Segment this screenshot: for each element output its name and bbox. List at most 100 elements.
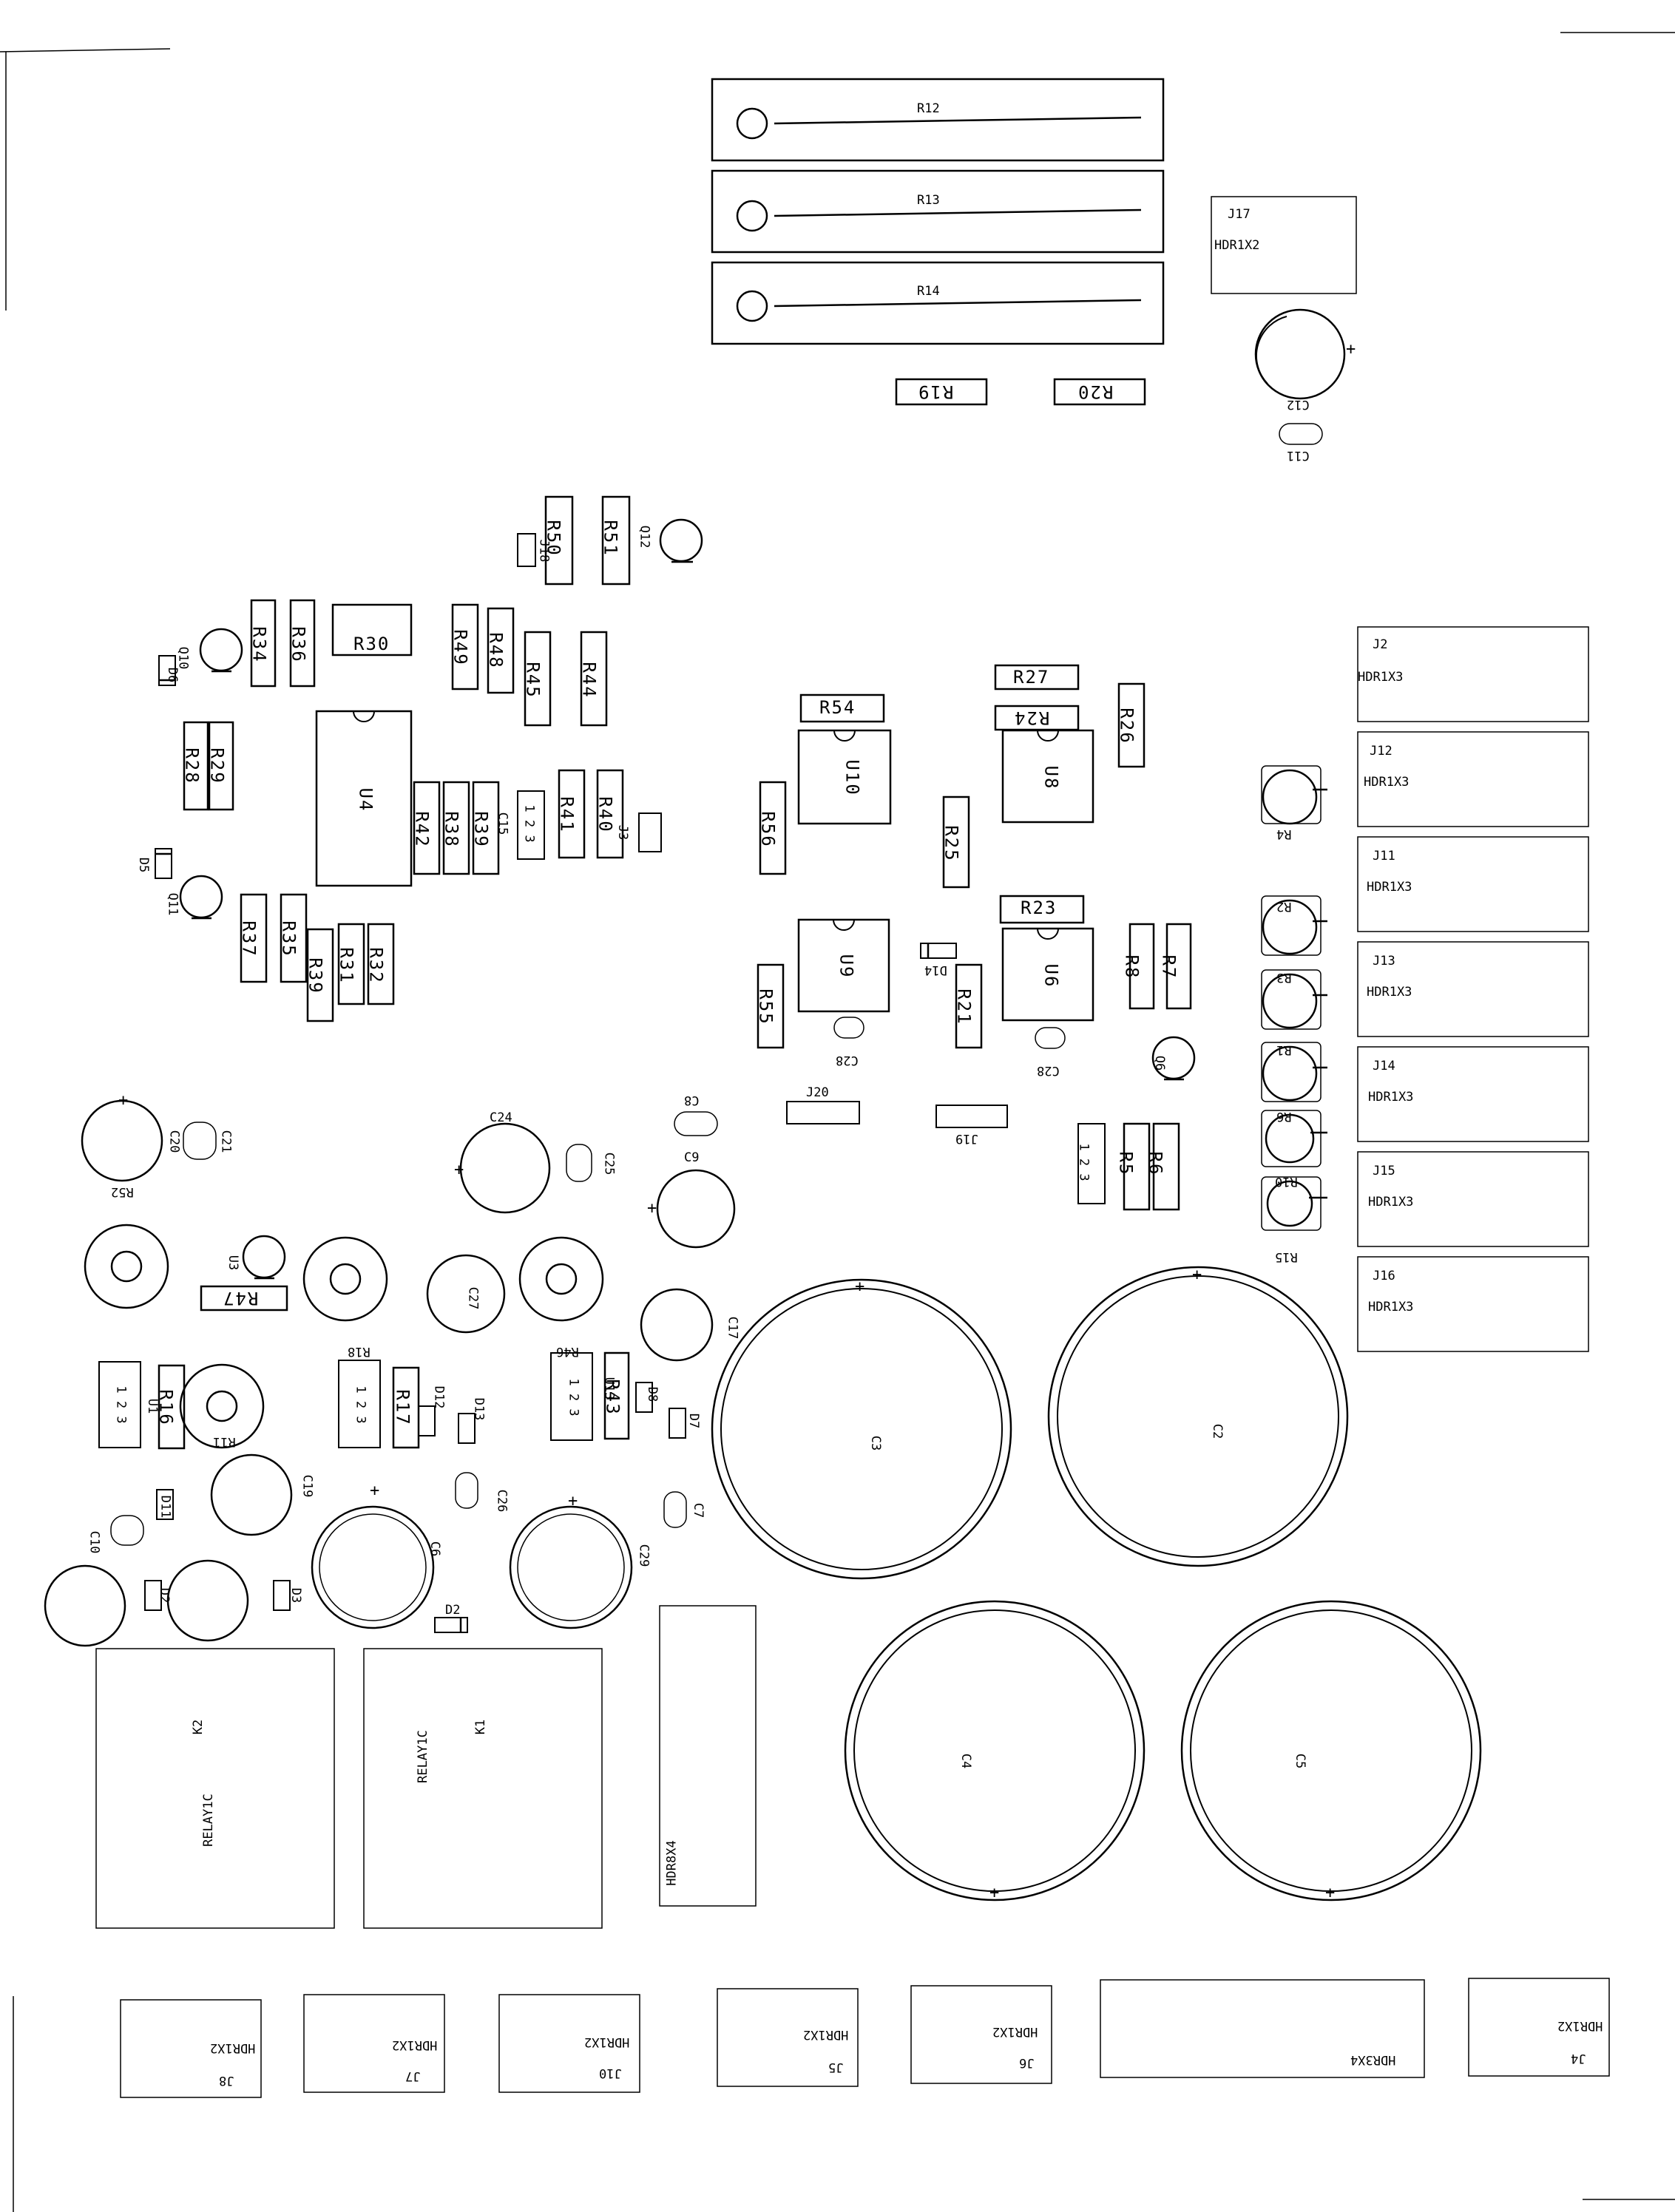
header-j14-ref: J14: [1373, 1059, 1395, 1073]
header-j7-ref: J7: [405, 2069, 421, 2083]
resistor-r8-label: R8: [1121, 954, 1143, 980]
resistor-r48-label: R48: [485, 632, 507, 669]
header-j15-ref: J15: [1373, 1164, 1395, 1178]
trimmer-r14-label: R14: [917, 284, 940, 299]
diode-d3-label: D3: [288, 1587, 304, 1604]
header-j17-outline: [1211, 196, 1357, 294]
pins-label-3: 1 2 3: [113, 1385, 129, 1424]
header-j2-ref: J2: [1373, 637, 1388, 652]
capacitor-c5-label: C5: [1293, 1753, 1308, 1769]
header-j7-type: HDR1X2: [392, 2038, 438, 2052]
resistor-r55-label: R55: [755, 988, 776, 1025]
resistor-r25-label: R25: [941, 825, 962, 862]
ic-u10-label: U10: [842, 759, 863, 796]
regulator-u13-label: U13: [601, 1377, 617, 1400]
header-j18-label: J18: [536, 539, 552, 563]
resistor-r28-label: R28: [181, 747, 203, 784]
resistor-r36-label: R36: [288, 626, 309, 663]
capacitor-c19-label: C19: [300, 1474, 315, 1498]
capacitor-c2-label: C2: [1210, 1423, 1225, 1439]
resistor-r39b-label: R39: [305, 957, 326, 994]
pot-r3-label: R3: [1276, 970, 1292, 985]
pins-label-5: 1 2 3: [566, 1378, 581, 1417]
header-j10-ref: J10: [599, 2066, 622, 2080]
resistor-r7-label: R7: [1158, 954, 1180, 980]
header-j5-type: HDR1X2: [803, 2027, 849, 2042]
polarity-c9: +: [647, 1199, 657, 1218]
capacitor-c25-label: C25: [601, 1152, 617, 1175]
capacitor-c28b-label: C28: [1037, 1063, 1060, 1078]
resistor-r51-label: R51: [600, 520, 621, 557]
pot-r2-label: R2: [1276, 899, 1292, 914]
polarity-c3: +: [855, 1278, 865, 1296]
resistor-r20-label: R20: [1077, 381, 1114, 402]
pins-label-2: 1 2 3: [1076, 1143, 1092, 1181]
pot-r1-label: R1: [1276, 1042, 1292, 1057]
header-j17-type: HDR1X2: [1214, 238, 1260, 253]
resistor-r37-label: R37: [238, 920, 260, 957]
resistor-r45-label: R45: [522, 662, 544, 699]
diode-d12-label: D12: [431, 1385, 447, 1409]
ic-u6-label: U6: [1040, 963, 1062, 988]
capacitor-c10-label: C10: [87, 1530, 102, 1554]
header-j17-ref: J17: [1228, 207, 1251, 222]
header-j10-type: HDR1X2: [584, 2035, 630, 2049]
capacitor-c8-label: C8: [684, 1093, 700, 1107]
header-j6-type: HDR1X2: [992, 2024, 1038, 2039]
diode-d13-label: D13: [471, 1397, 487, 1421]
header-j11-type: HDR1X3: [1367, 880, 1412, 895]
header-j12-type: HDR1X3: [1364, 775, 1410, 790]
capacitor-c28-label: C28: [836, 1053, 859, 1068]
capacitor-c3-label: C3: [868, 1435, 884, 1451]
ic-u9-label: U9: [836, 954, 857, 979]
relay-k2-ref: K2: [191, 1719, 206, 1735]
resistor-r18-label: R18: [348, 1344, 370, 1359]
header-j4-type: HDR1X2: [1557, 2018, 1603, 2033]
pot-r52-label: R52: [111, 1184, 134, 1199]
capacitor-c27-label: C27: [465, 1286, 481, 1310]
capacitor-c12-body: [1254, 308, 1346, 400]
regulator-u3-label: U3: [226, 1255, 241, 1271]
capacitor-c12-label: C12: [1287, 397, 1310, 412]
diode-d8-label: D8: [645, 1386, 660, 1402]
transistor-q11-label: Q11: [165, 892, 180, 916]
resistor-r40-label: R40: [595, 796, 616, 833]
trimmer-r12-label: R12: [917, 101, 940, 116]
header-j2-type: HDR1X3: [1358, 670, 1404, 685]
ic-u8-label: U8: [1040, 765, 1062, 790]
transistor-q12-label: Q12: [637, 525, 652, 549]
diode-d14-label: D14: [924, 963, 947, 977]
capacitor-c29-label: C29: [636, 1544, 652, 1567]
resistor-r44-label: R44: [578, 662, 600, 699]
resistor-r47-label: R47: [222, 1288, 259, 1309]
polarity-c5: +: [1325, 1884, 1336, 1902]
resistor-r54-label: R54: [819, 697, 856, 718]
resistor-r29-label: R29: [206, 747, 228, 784]
ic-u4-label: U4: [355, 787, 376, 812]
capacitor-c6-label: C6: [427, 1541, 443, 1557]
capacitor-c2-body: [1047, 1266, 1349, 1567]
resistor-r26-label: R26: [1116, 708, 1137, 744]
resistor-r27-label: R27: [1013, 667, 1050, 688]
capacitor-c5-body: [1180, 1600, 1482, 1901]
trimmer-r14: [711, 261, 1165, 345]
resistor-r46-label: R46: [556, 1344, 579, 1359]
header-j14-type: HDR1X3: [1368, 1090, 1414, 1105]
polarity-c29: +: [568, 1492, 578, 1510]
header-j20-label: J20: [806, 1085, 829, 1100]
header-j11-ref: J11: [1373, 849, 1395, 864]
diode-d7-label: D7: [686, 1413, 702, 1429]
resistor-r42-label: R42: [411, 811, 433, 848]
pot-r10-label: R10: [1275, 1174, 1298, 1189]
trimmer-r12: [711, 78, 1165, 162]
polarity-c12: +: [1346, 340, 1356, 359]
pot-r4-label: R4: [1276, 827, 1292, 841]
pins-label: 1 2 3: [521, 804, 537, 843]
regulator-u1-label: U1: [145, 1398, 160, 1414]
resistor-r24-label: R24: [1013, 708, 1050, 728]
pot-r11-label: R11: [213, 1434, 236, 1449]
header-j6-ref: J6: [1019, 2055, 1035, 2070]
polarity-c6: +: [370, 1482, 380, 1500]
polarity-c4: +: [989, 1884, 1000, 1902]
